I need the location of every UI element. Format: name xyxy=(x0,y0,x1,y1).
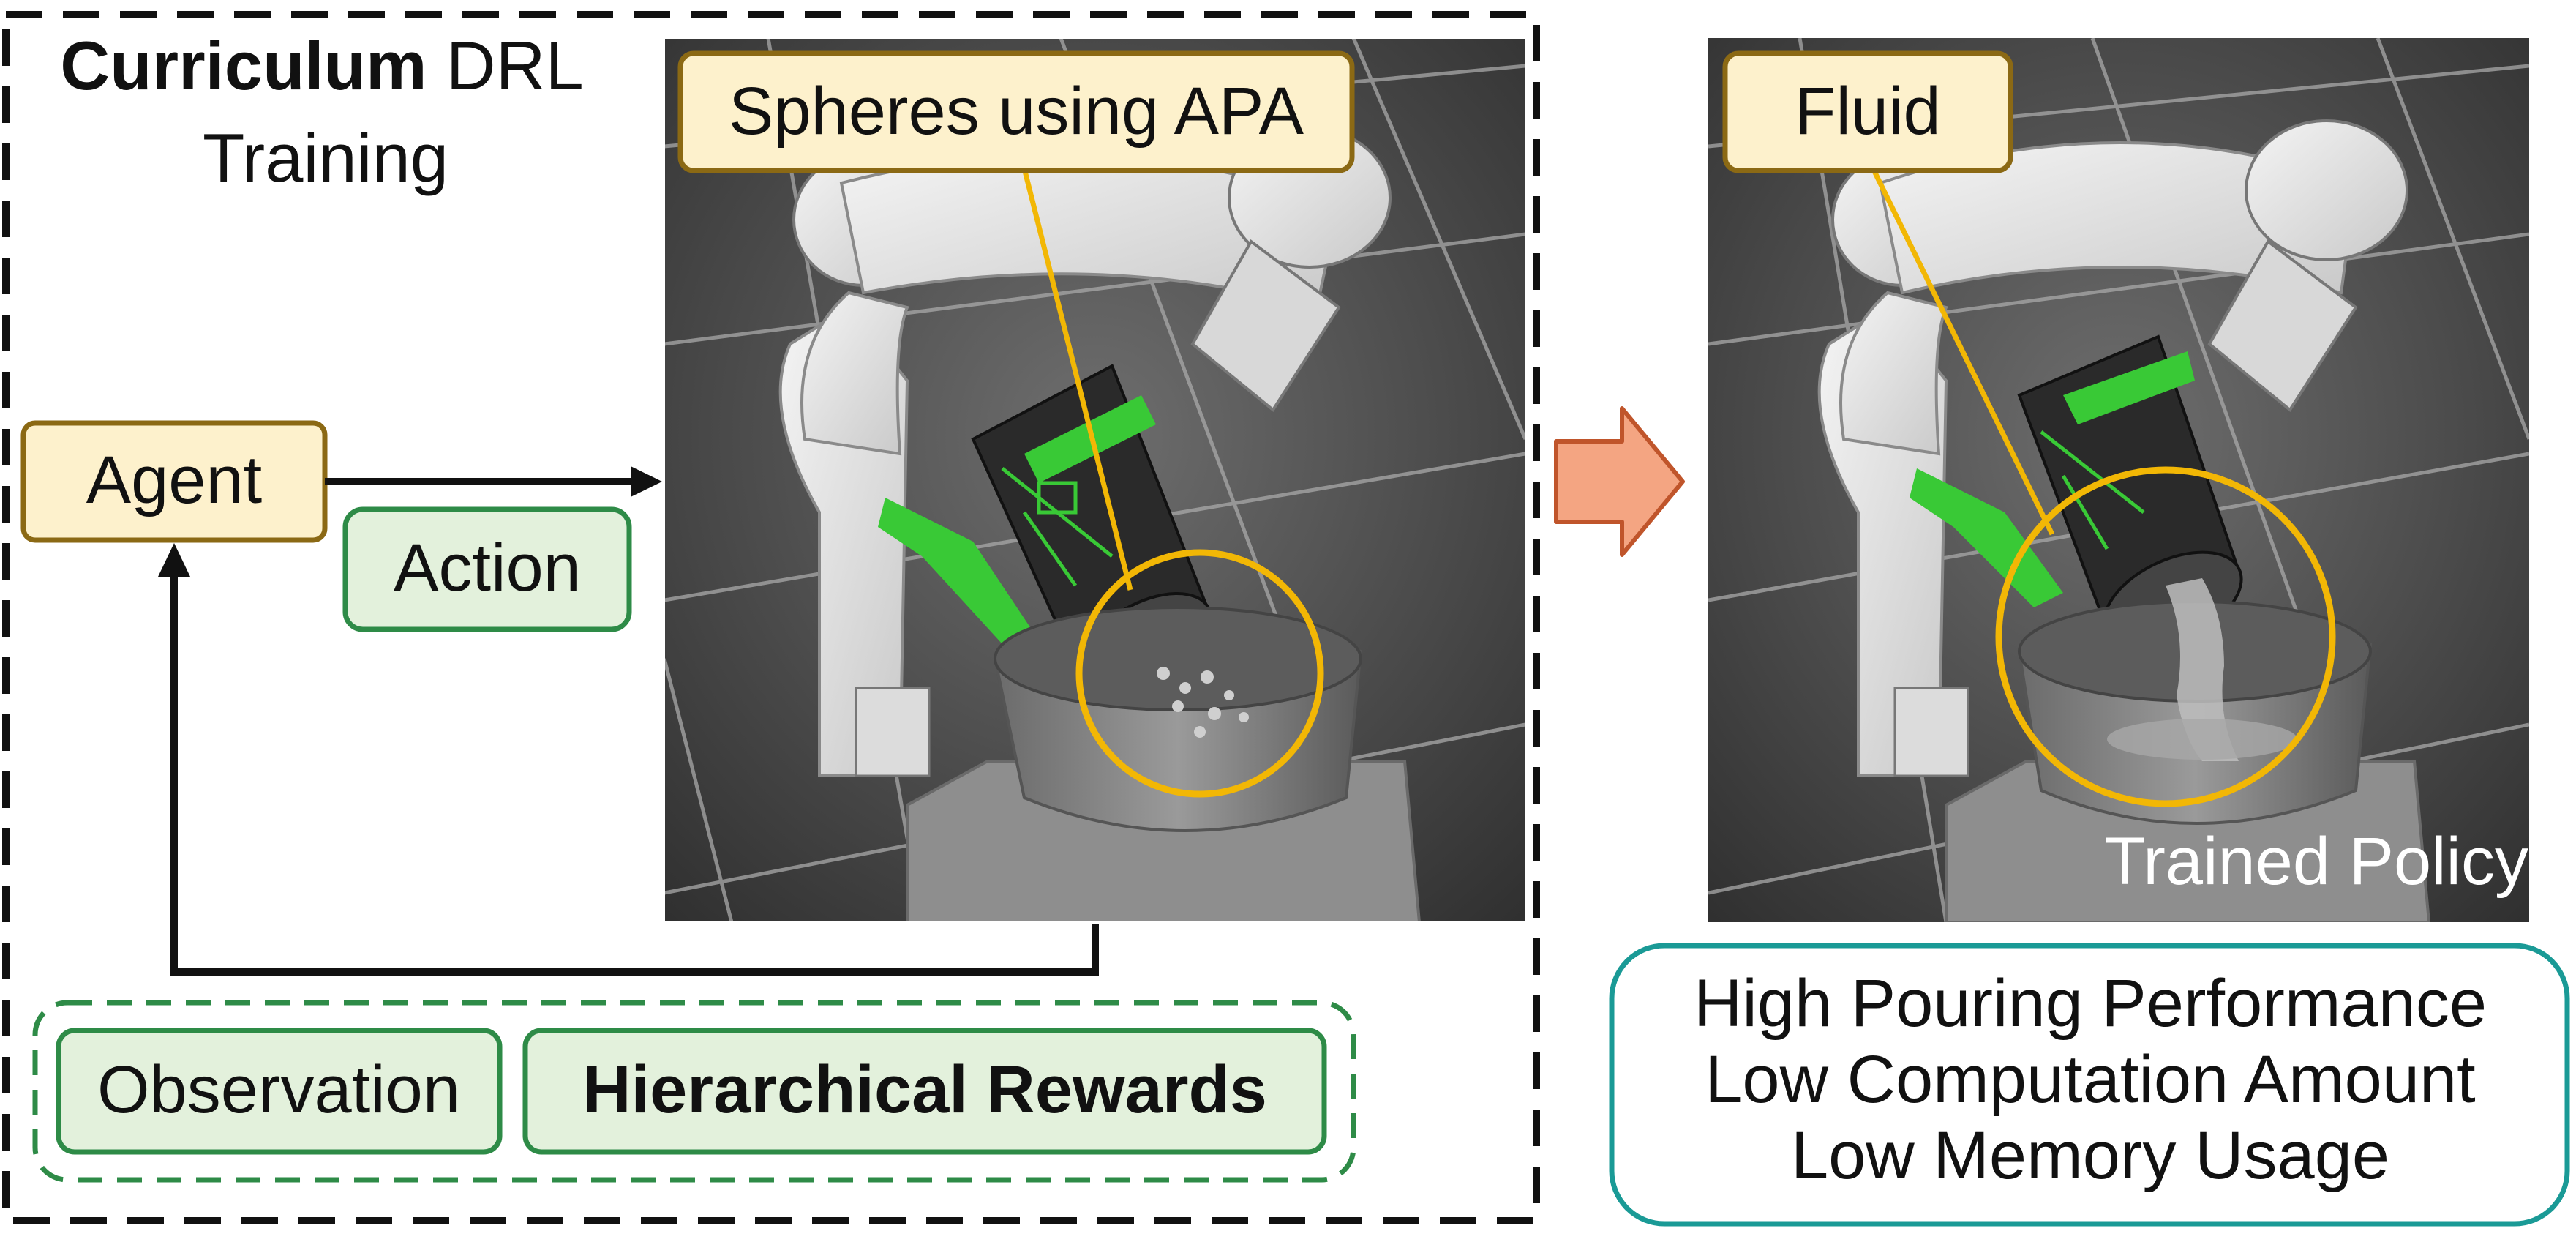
action-label: Action xyxy=(394,531,581,605)
training-frame xyxy=(2,11,1540,1224)
spheres xyxy=(1157,667,1249,738)
simulation-image-left-border xyxy=(664,37,1526,923)
training-title-line2: Training xyxy=(203,119,448,196)
results-box xyxy=(1609,943,2570,1227)
fluid-pool xyxy=(2107,719,2297,760)
trained-policy-caption: Trained Policy xyxy=(2105,824,2529,899)
action-arrowhead xyxy=(631,466,662,497)
callout-label-right: Fluid xyxy=(1795,74,1940,149)
feedback-arrow xyxy=(170,572,1099,976)
callout-box-right xyxy=(1722,50,2013,173)
feedback-group xyxy=(32,1000,1356,1183)
training-title-bold: Curriculum xyxy=(60,27,427,104)
highlight-circle-left xyxy=(1075,549,1324,798)
callout-leader-right xyxy=(1870,167,2055,536)
feedback-arrowhead xyxy=(158,543,190,577)
fluid-stream xyxy=(2166,578,2239,761)
callout-leader-left xyxy=(1021,168,1133,591)
action-box xyxy=(342,506,632,632)
observation-label: Observation xyxy=(97,1052,460,1127)
training-title-rest: DRL xyxy=(427,27,584,104)
results-line: Low Computation Amount xyxy=(1705,1042,2476,1117)
robot-arm-right xyxy=(1817,119,2408,777)
callout-label-left: Spheres using APA xyxy=(729,74,1304,149)
observation-box xyxy=(56,1028,503,1155)
transition-arrow xyxy=(1554,406,1685,557)
results-line: High Pouring Performance xyxy=(1694,966,2487,1041)
results-line: Low Memory Usage xyxy=(1791,1118,2389,1193)
highlight-circle-right xyxy=(1995,466,2336,807)
rewards-label: Hierarchical Rewards xyxy=(582,1052,1267,1127)
agent-label: Agent xyxy=(86,443,262,517)
rewards-box xyxy=(522,1028,1327,1155)
callout-box-left xyxy=(677,50,1355,173)
simulation-image-right xyxy=(1708,38,2529,922)
training-title: Curriculum DRL xyxy=(60,27,584,104)
